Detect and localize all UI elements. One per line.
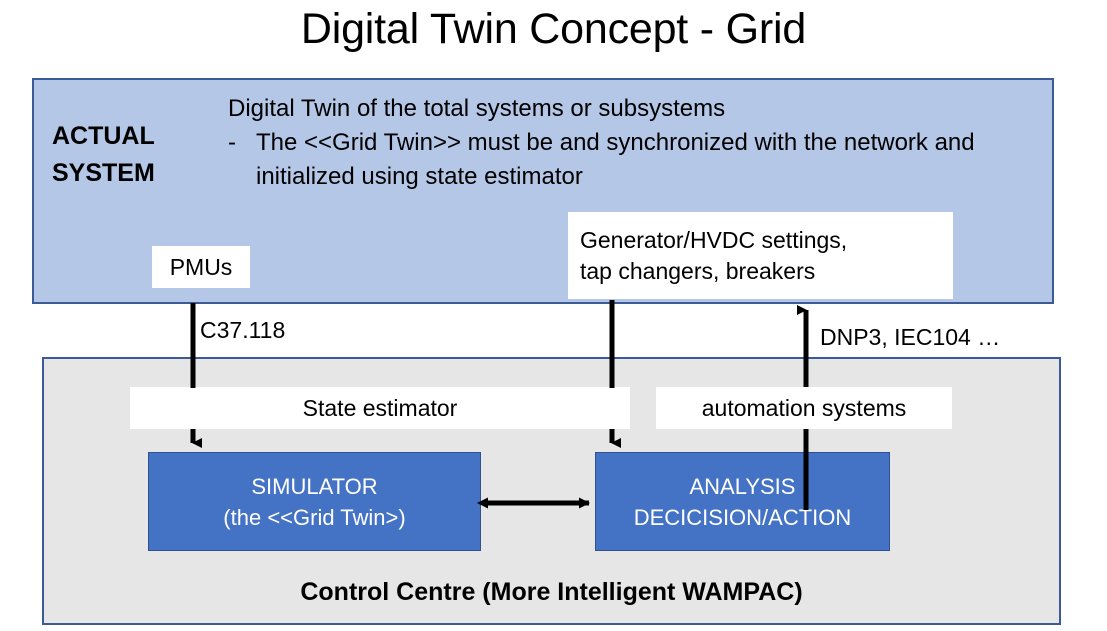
bullet-text: The <<Grid Twin>> must be and synchroniz… <box>256 129 975 190</box>
state-estimator-label: State estimator <box>302 394 458 421</box>
actual-system-label-line1: ACTUAL <box>52 122 155 150</box>
actual-system-label-line2: SYSTEM <box>52 159 155 187</box>
analysis-decision-action-box: ANALYSIS DECICISION/ACTION <box>595 452 890 551</box>
page-title: Digital Twin Concept - Grid <box>300 5 807 53</box>
pmus-label: PMUs <box>169 253 233 280</box>
automation-systems-box: automation systems <box>656 387 952 429</box>
digital-twin-description-heading: Digital Twin of the total systems or sub… <box>228 95 726 122</box>
digital-twin-description: Digital Twin of the total systems or sub… <box>228 92 1018 194</box>
pmus-box: PMUs <box>152 246 250 288</box>
simulator-line2: (the <<Grid Twin>) <box>223 504 406 530</box>
generator-settings-line1: Generator/HVDC settings, <box>580 226 848 253</box>
digital-twin-description-bullet: - The <<Grid Twin>> must be and synchron… <box>228 126 1018 194</box>
simulator-box: SIMULATOR (the <<Grid Twin>) <box>148 452 481 551</box>
bullet-dash: - <box>228 129 236 156</box>
generator-settings-box: Generator/HVDC settings, tap changers, b… <box>568 212 953 299</box>
generator-settings-text: Generator/HVDC settings, tap changers, b… <box>580 225 847 287</box>
analysis-line2: DECICISION/ACTION <box>633 504 852 530</box>
simulator-line1: SIMULATOR <box>251 473 378 499</box>
actual-system-label: ACTUAL SYSTEM <box>52 118 222 192</box>
analysis-line1: ANALYSIS <box>689 473 796 499</box>
protocol-label-dnp3-iec104: DNP3, IEC104 … <box>820 324 1001 350</box>
state-estimator-box: State estimator <box>130 387 630 429</box>
generator-settings-line2: tap changers, breakers <box>580 257 816 284</box>
automation-systems-label: automation systems <box>701 394 907 421</box>
control-centre-caption: Control Centre (More Intelligent WAMPAC) <box>300 578 803 606</box>
protocol-label-c37118: C37.118 <box>200 317 286 343</box>
